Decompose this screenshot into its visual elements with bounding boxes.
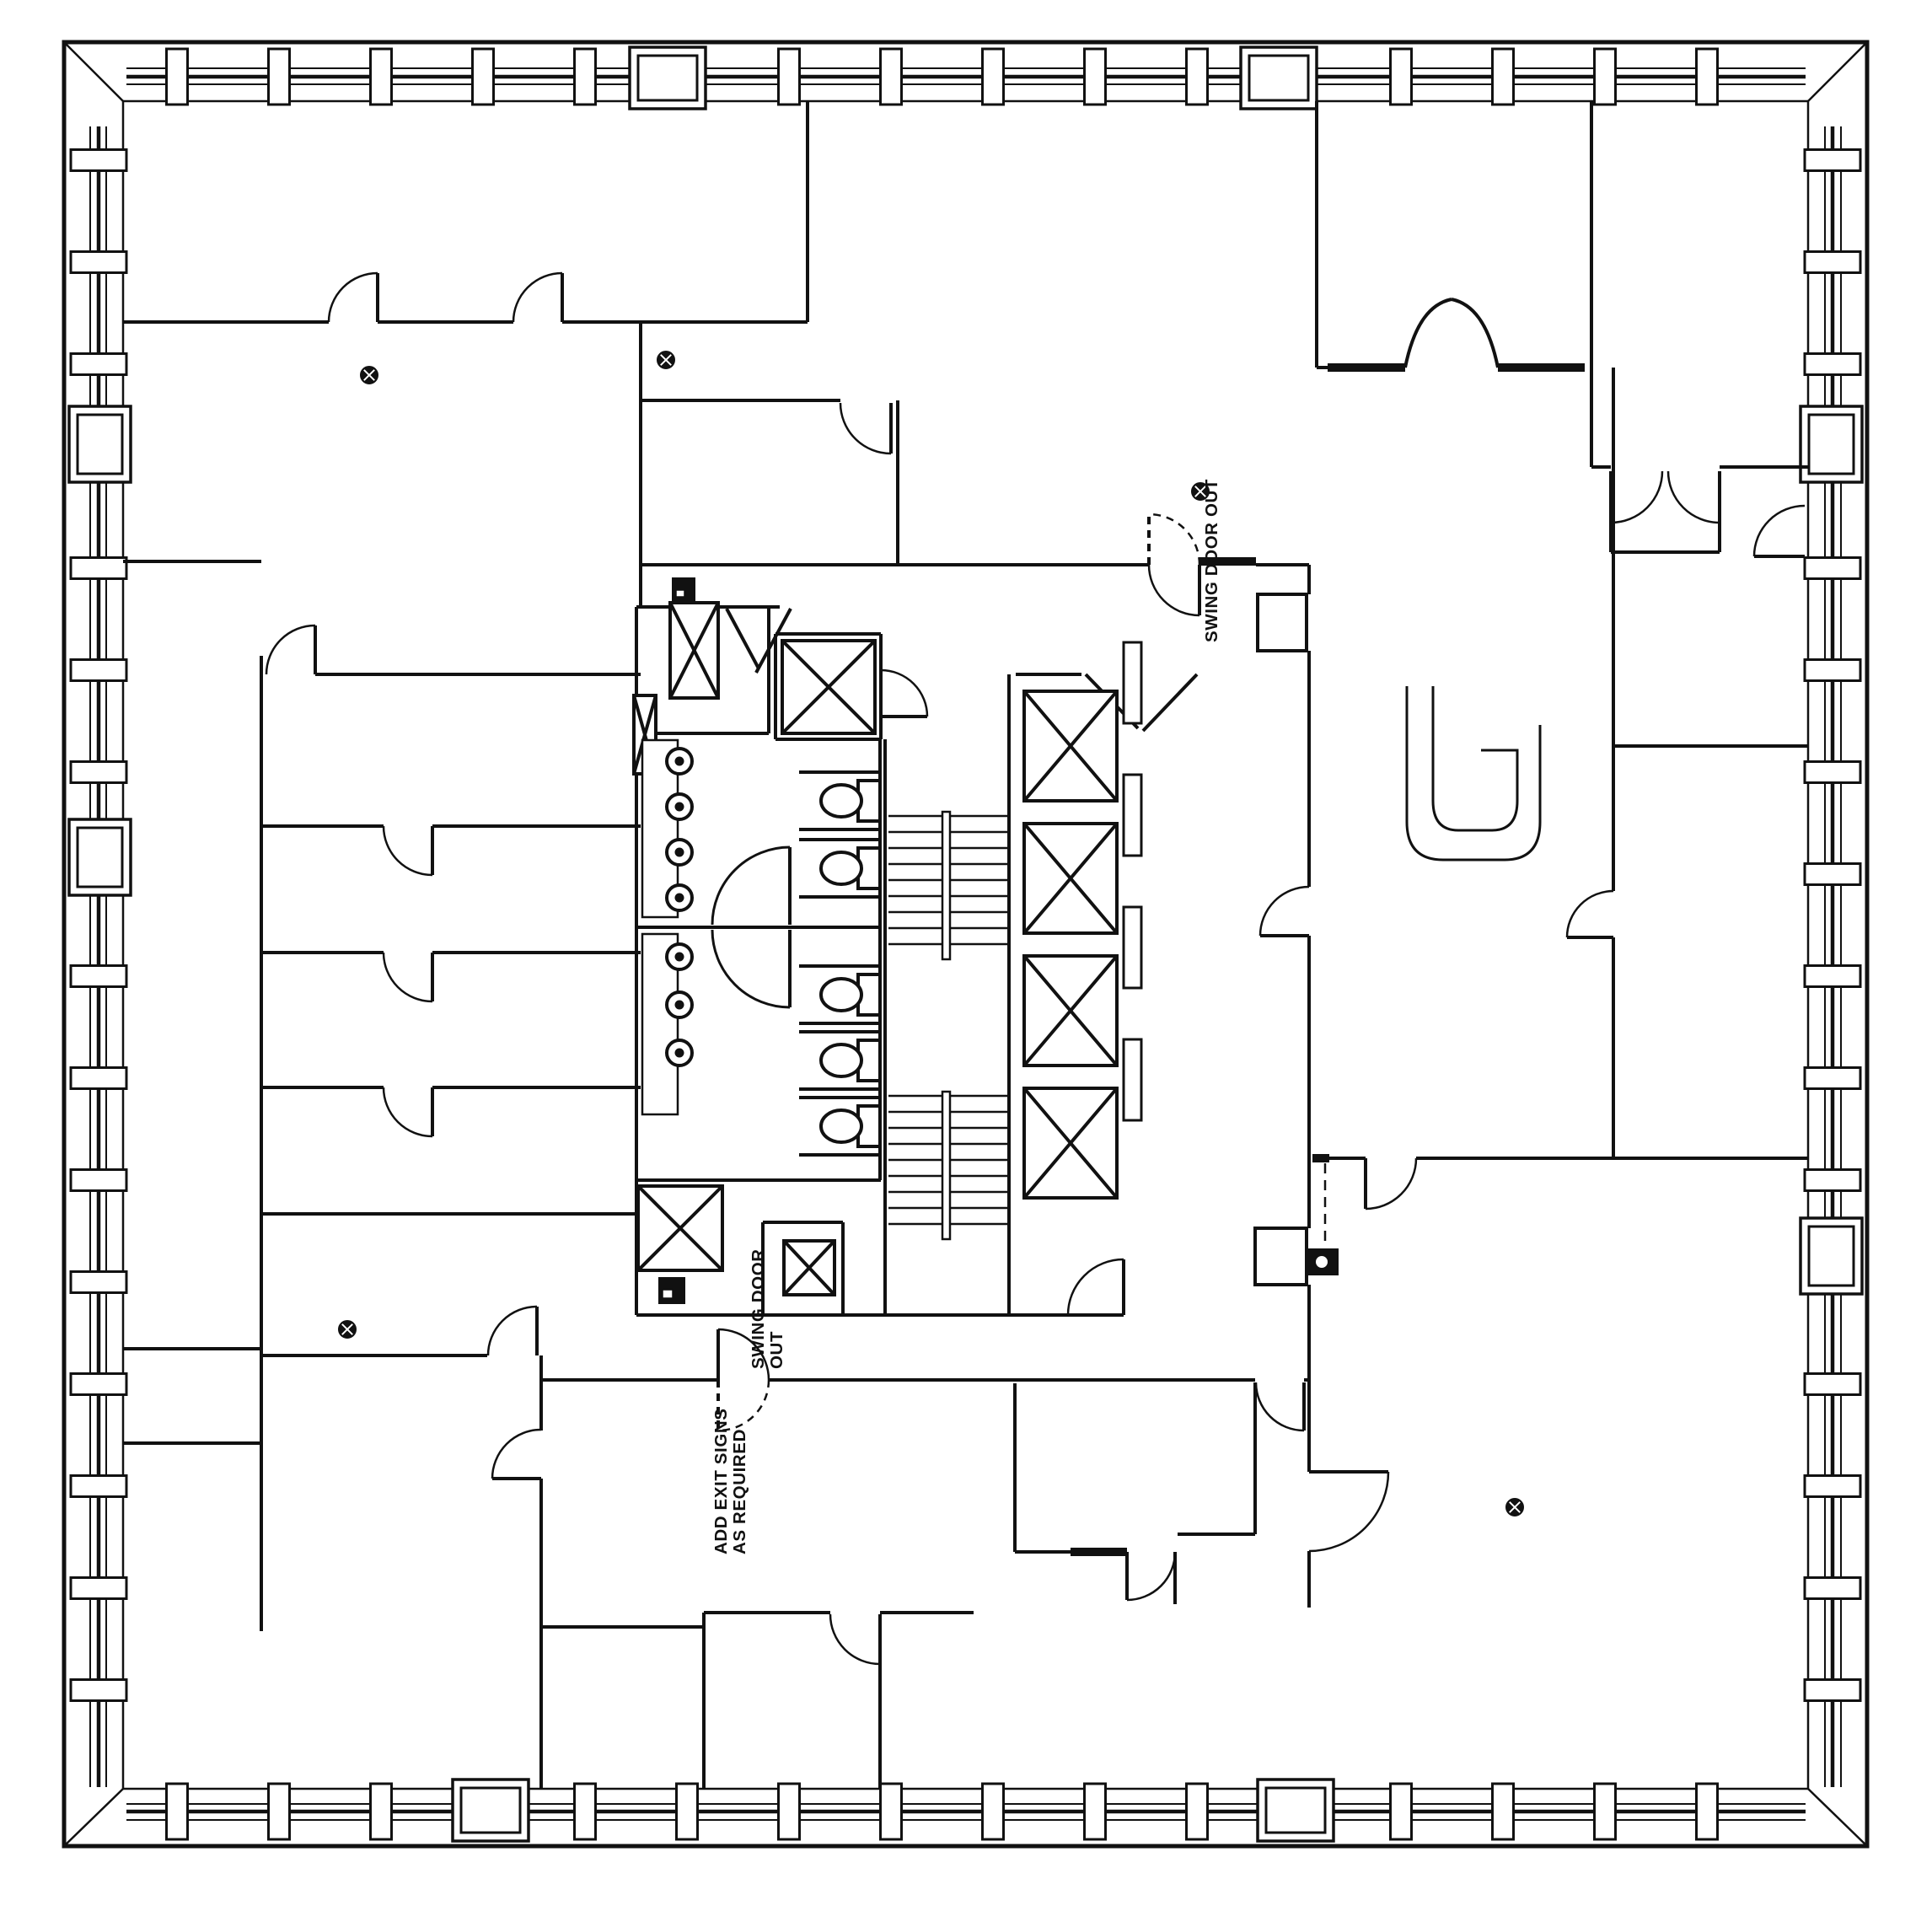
interior-walls — [123, 101, 1808, 1789]
elevator-shafts — [632, 601, 1143, 1296]
restroom-fixtures — [641, 738, 882, 1157]
door-swings — [265, 271, 1806, 1666]
stairs — [888, 810, 1007, 1241]
svg-text:SWING DOOR OUT: SWING DOOR OUT — [1202, 479, 1221, 642]
keyed-note-symbols — [338, 351, 1524, 1516]
annotation-swing-door-out-east: SWING DOOR OUT — [1202, 479, 1221, 642]
equipment-symbols — [658, 577, 1339, 1304]
svg-text:OUT: OUT — [767, 1331, 786, 1369]
svg-text:SWING DOOR: SWING DOOR — [749, 1248, 768, 1369]
reception-desk — [1405, 686, 1542, 862]
svg-text:AS REQUIRED: AS REQUIRED — [730, 1429, 749, 1554]
svg-text:ADD EXIT SIGNS: ADD EXIT SIGNS — [711, 1408, 731, 1554]
perimeter-walls — [62, 40, 1870, 1849]
